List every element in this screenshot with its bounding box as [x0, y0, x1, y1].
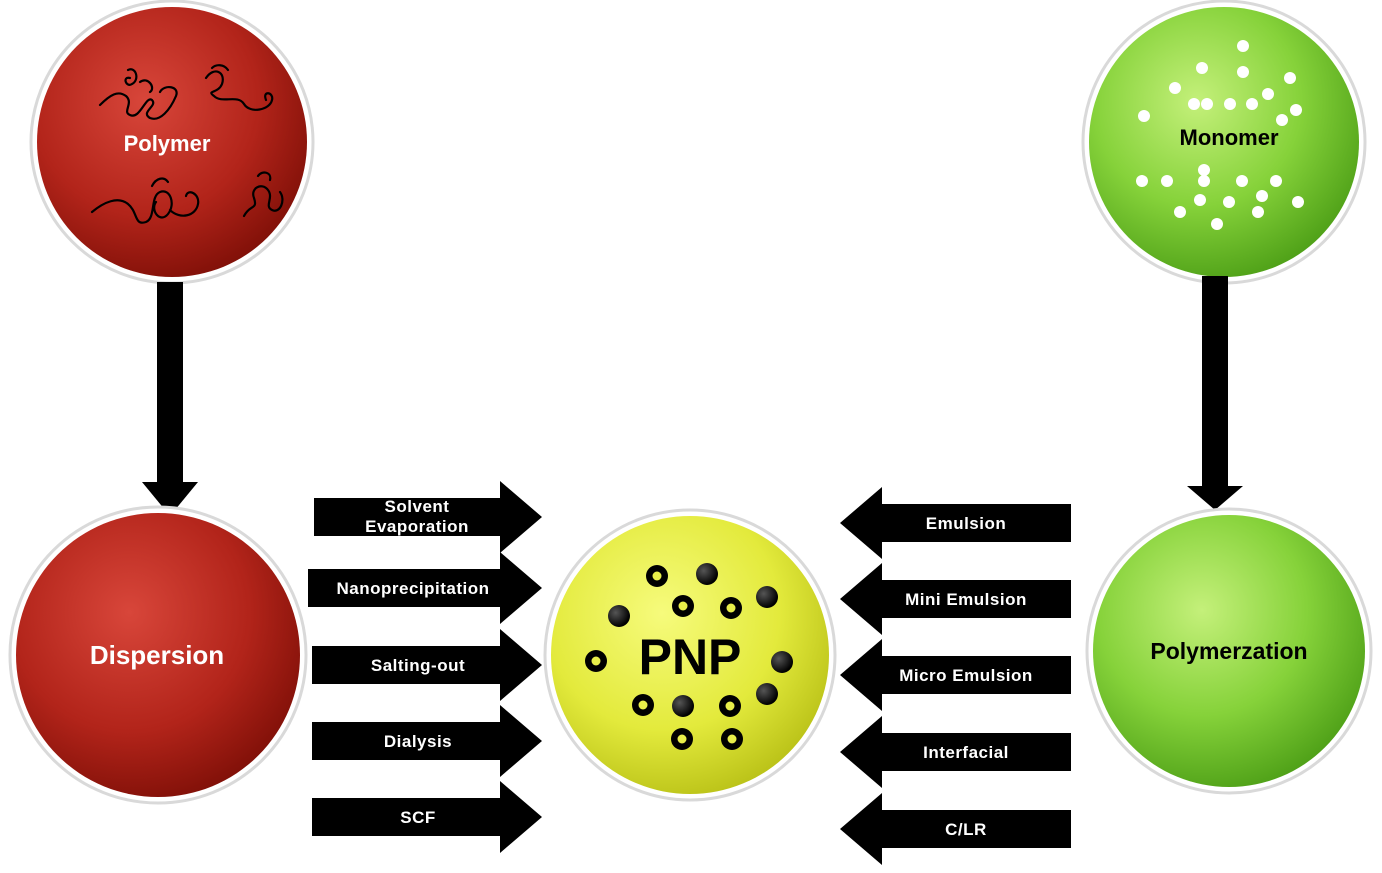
- method-label: Micro Emulsion: [899, 666, 1033, 685]
- method-arrow-nanoprecipitation: Nanoprecipitation: [308, 552, 542, 624]
- monomer-node: Monomer: [1081, 0, 1367, 285]
- monomer-label: Monomer: [1180, 125, 1279, 150]
- dispersion-node: Dispersion: [8, 505, 308, 805]
- method-arrow-dialysis: Dialysis: [312, 705, 542, 777]
- dispersion-methods: Solvent Evaporation Nanoprecipitation Sa…: [308, 481, 542, 853]
- method-label: C/LR: [945, 820, 987, 839]
- method-label: Emulsion: [926, 514, 1007, 533]
- polymer-to-dispersion-arrow: [142, 282, 198, 516]
- method-arrow-clr: C/LR: [840, 793, 1071, 865]
- method-arrow-interfacial: Interfacial: [840, 716, 1071, 788]
- method-label: SCF: [400, 808, 436, 827]
- method-label: Solvent: [385, 497, 450, 516]
- monomer-dots-icon: [1136, 40, 1304, 230]
- method-label: Salting-out: [371, 656, 465, 675]
- method-arrow-salting-out: Salting-out: [312, 629, 542, 701]
- polymerization-methods: Emulsion Mini Emulsion Micro Emulsion In…: [840, 487, 1071, 865]
- method-arrow-micro-emulsion: Micro Emulsion: [840, 639, 1071, 711]
- polymerization-node: Polymerzation: [1085, 507, 1373, 795]
- polymer-chains-icon: [90, 64, 284, 224]
- method-label: Interfacial: [923, 743, 1009, 762]
- method-arrow-mini-emulsion: Mini Emulsion: [840, 563, 1071, 635]
- polymer-label: Polymer: [124, 131, 211, 156]
- method-label: Evaporation: [365, 517, 469, 536]
- method-arrow-scf: SCF: [312, 781, 542, 853]
- monomer-to-polymerization-arrow: [1187, 276, 1243, 510]
- method-label: Nanoprecipitation: [336, 579, 489, 598]
- pnp-label: PNP: [639, 629, 742, 685]
- polymer-node: Polymer: [29, 0, 315, 285]
- pnp-node: PNP: [543, 508, 837, 802]
- method-arrow-solvent-evaporation: Solvent Evaporation: [314, 481, 542, 553]
- polymerization-label: Polymerzation: [1150, 638, 1307, 664]
- dispersion-label: Dispersion: [90, 640, 224, 670]
- method-label: Dialysis: [384, 732, 452, 751]
- nanoparticle-dots-icon: [585, 563, 793, 750]
- method-arrow-emulsion: Emulsion: [840, 487, 1071, 559]
- method-label: Mini Emulsion: [905, 590, 1027, 609]
